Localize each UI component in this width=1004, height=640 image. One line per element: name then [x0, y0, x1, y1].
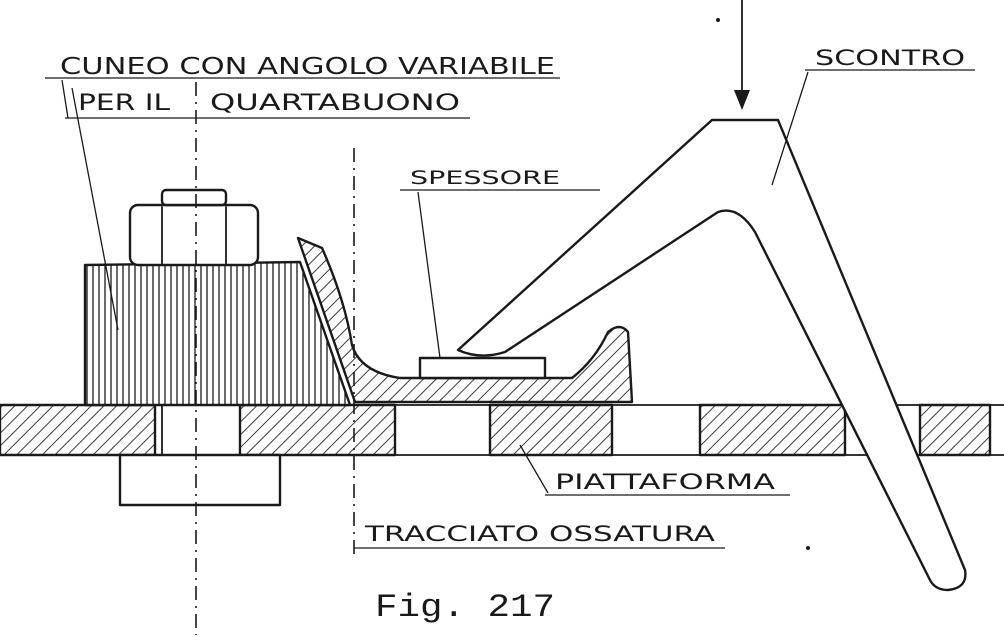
- platform-plate: [0, 403, 1004, 457]
- spessore-leader: [417, 191, 441, 359]
- figure-caption: Fig. 217: [375, 589, 555, 626]
- variable-angle-wedge: [83, 260, 352, 407]
- leader-lines: [45, 69, 975, 549]
- plate-hatched-segment: [488, 403, 614, 457]
- piattaforma-leader: [519, 444, 549, 494]
- plate-hatched-segment: [918, 403, 992, 457]
- nut-body: [128, 203, 260, 267]
- angle-bar-section: [296, 236, 634, 404]
- cuneo-box-edge: [61, 79, 69, 119]
- label-per-il: PER IL: [78, 91, 171, 116]
- bolt-end: [160, 188, 228, 207]
- plate-hatched-segment: [0, 403, 157, 457]
- ink-dot: [806, 546, 810, 550]
- label-cuneo: CUNEO CON ANGOLO VARIABILE: [60, 54, 555, 80]
- cuneo-leader: [71, 87, 119, 331]
- lower-nut: [118, 453, 282, 507]
- arrow-head: [734, 90, 750, 110]
- spacer-shim: [418, 356, 547, 380]
- ink-dot: [716, 18, 720, 22]
- upper-nut: [128, 188, 260, 267]
- label-quartabuono: QUARTABUONO: [210, 91, 460, 116]
- label-tracciato-ossatura: TRACCIATO OSSATURA: [364, 522, 716, 546]
- label-spessore: SPESSORE: [410, 167, 560, 189]
- plate-hatched-segment: [698, 403, 847, 457]
- label-scontro: SCONTRO: [815, 46, 965, 70]
- label-piattaforma: PIATTAFORMA: [555, 470, 776, 494]
- scontro-leader: [771, 71, 809, 186]
- load-arrow: [734, 0, 750, 110]
- plate-hatched-segment: [238, 403, 397, 457]
- stop-bracket: [456, 118, 967, 592]
